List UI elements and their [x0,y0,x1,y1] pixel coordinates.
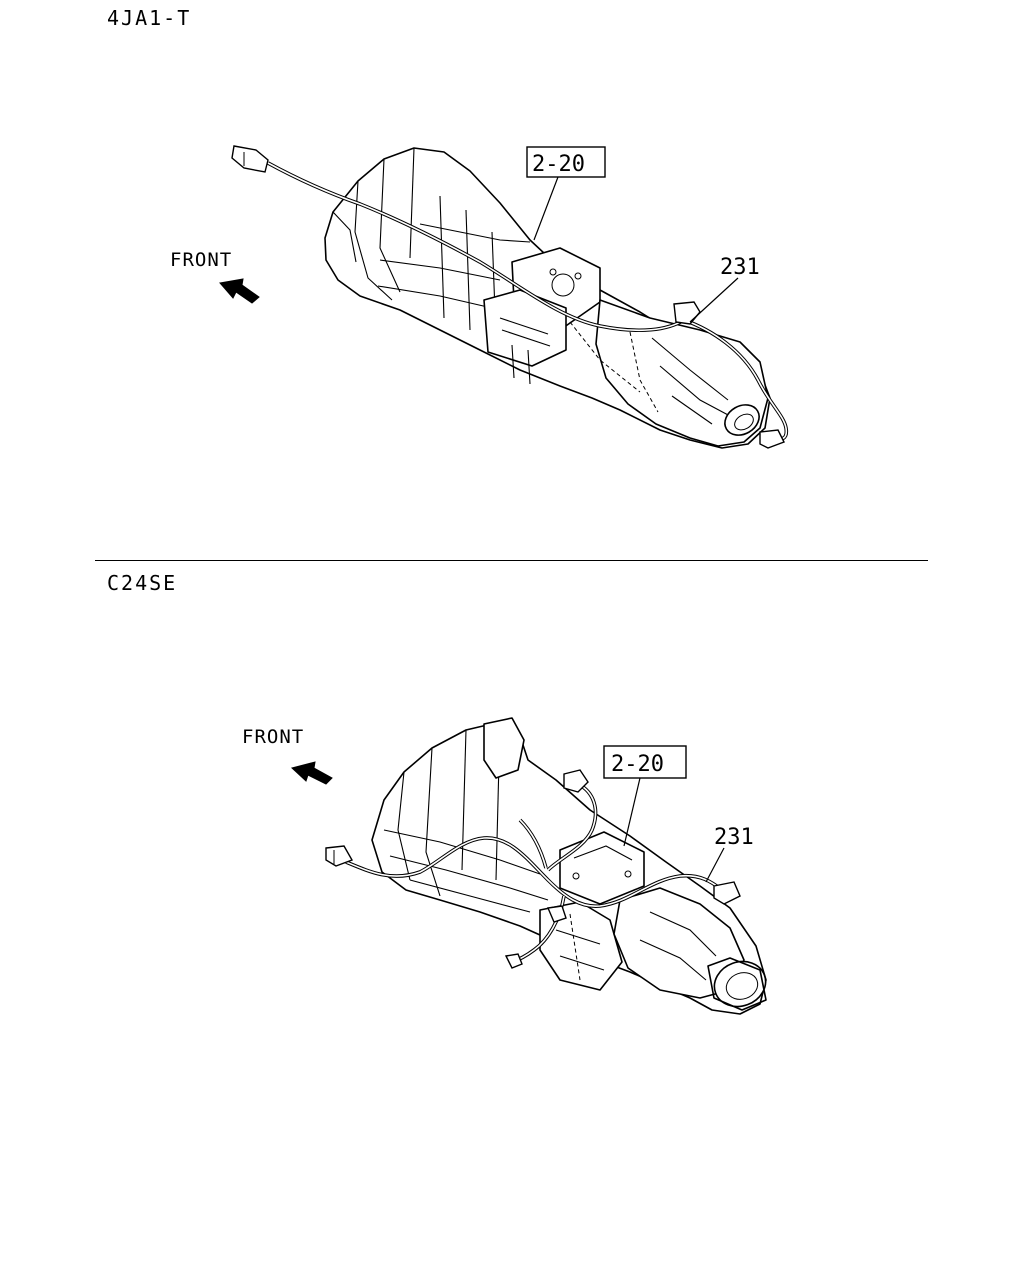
transmission-housing [371,717,767,1015]
front-label: FRONT [170,249,232,271]
section-title-c24se: C24SE [107,571,178,595]
part-number-label: 231 [714,825,754,850]
svg-text:2-20: 2-20 [611,752,664,777]
harness-connector-front [231,145,269,173]
part-number-label: 231 [720,255,760,280]
section-divider [95,560,928,561]
harness-connector-rear [713,881,741,905]
harness-connector-rear [759,429,785,449]
section-title-4ja1-t: 4JA1-T [107,6,192,30]
transmission-housing [324,147,771,449]
front-arrow-icon [290,761,333,785]
harness-connector-mid [673,301,701,325]
leader-line-ref [533,176,559,241]
front-arrow-icon [219,278,260,304]
svg-text:2-20: 2-20 [532,152,585,177]
wiring-harness-231 [345,782,724,964]
leader-line-ref [623,777,641,847]
transmission-harness-diagram-4ja1-t: FRONT [170,145,789,449]
harness-connector-upper [563,769,589,793]
front-label: FRONT [242,726,304,748]
harness-connector-lower [504,953,523,969]
transmission-harness-diagram-c24se: FRONT [242,717,767,1015]
reference-box-2-20: 2-20 [526,146,606,178]
reference-box-2-20: 2-20 [603,745,687,779]
leader-line-part [705,847,725,883]
wiring-harness-231 [267,161,789,441]
leader-line-part [689,277,739,323]
harness-connector-front [325,845,354,867]
harness-connector-side [546,905,567,923]
